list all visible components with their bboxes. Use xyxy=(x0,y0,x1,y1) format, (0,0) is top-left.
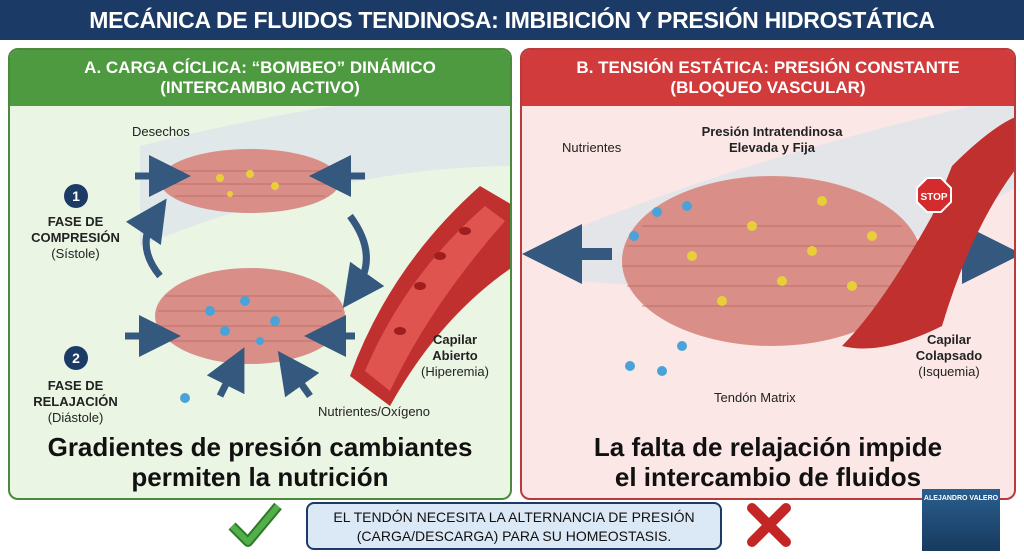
caption-line: La falta de relajación impide xyxy=(593,432,943,462)
step-title: FASE DE xyxy=(47,378,104,393)
step-number: 2 xyxy=(64,346,88,370)
pressure-label: Presión Intratendinosa xyxy=(701,124,843,139)
caption-line: permiten la nutrición xyxy=(131,462,389,492)
caption-line: el intercambio de fluidos xyxy=(614,462,922,492)
header-line: (INTERCAMBIO ACTIVO) xyxy=(160,78,360,97)
waste-label: Desechos xyxy=(132,124,190,139)
note-line: (CARGA/DESCARGA) PARA SU HOMEOSTASIS. xyxy=(356,528,672,544)
panel-header: B. TENSIÓN ESTÁTICA: PRESIÓN CONSTANTE (… xyxy=(522,50,1014,106)
capillary-sub: (Isquemia) xyxy=(918,364,980,379)
panel-cyclic-load: A. CARGA CÍCLICA: “BOMBEO” DINÁMICO (INT… xyxy=(8,48,512,500)
static-illustration: STOP xyxy=(522,106,1014,376)
stop-sign-icon xyxy=(916,177,952,213)
collapsed-capillary xyxy=(842,117,1014,349)
step-title: FASE DE xyxy=(47,214,104,229)
panel-header: A. CARGA CÍCLICA: “BOMBEO” DINÁMICO (INT… xyxy=(10,50,510,106)
header-line: A. CARGA CÍCLICA: “BOMBEO” DINÁMICO xyxy=(84,58,436,77)
nutrients-label: Nutrientes/Oxígeno xyxy=(318,404,431,419)
step-subtitle: (Sístole) xyxy=(51,246,100,261)
homeostasis-note: EL TENDÓN NECESITA LA ALTERNANCIA DE PRE… xyxy=(306,502,722,550)
tendon-relaxed xyxy=(155,268,345,364)
step-number: 1 xyxy=(64,184,88,208)
matrix-label: Tendón Matrix xyxy=(714,390,796,405)
capillary-label: Capilar xyxy=(432,332,478,347)
panel-static-tension: B. TENSIÓN ESTÁTICA: PRESIÓN CONSTANTE (… xyxy=(520,48,1016,500)
capillary-label: Colapsado xyxy=(915,348,983,363)
capillary-label: Capilar xyxy=(926,332,972,347)
cross-icon xyxy=(747,503,791,547)
step-title: RELAJACIÓN xyxy=(33,394,118,409)
pressure-label: Elevada y Fija xyxy=(729,140,815,155)
main-title: MECÁNICA DE FLUIDOS TENDINOSA: IMBIBICIÓ… xyxy=(0,0,1024,40)
tendon-compressed xyxy=(160,149,340,213)
note-line: EL TENDÓN NECESITA LA ALTERNANCIA DE PRE… xyxy=(333,509,695,525)
caption-line: Gradientes de presión cambiantes xyxy=(47,432,473,462)
nutrients-label: Nutrientes xyxy=(562,140,622,155)
capillary-sub: (Hiperemia) xyxy=(421,364,489,379)
check-icon xyxy=(228,502,282,547)
step-title: COMPRESIÓN xyxy=(31,230,120,245)
step-subtitle: (Diástole) xyxy=(47,410,104,425)
header-line: B. TENSIÓN ESTÁTICA: PRESIÓN CONSTANTE xyxy=(576,58,960,77)
cyclic-illustration xyxy=(125,106,510,406)
capillary-label: Abierto xyxy=(432,348,478,363)
tendon-matrix xyxy=(622,176,922,346)
author-logo: ALEJANDRO VALERO xyxy=(922,489,1000,551)
stop-label: STOP xyxy=(920,192,947,203)
header-line: (BLOQUEO VASCULAR) xyxy=(670,78,866,97)
